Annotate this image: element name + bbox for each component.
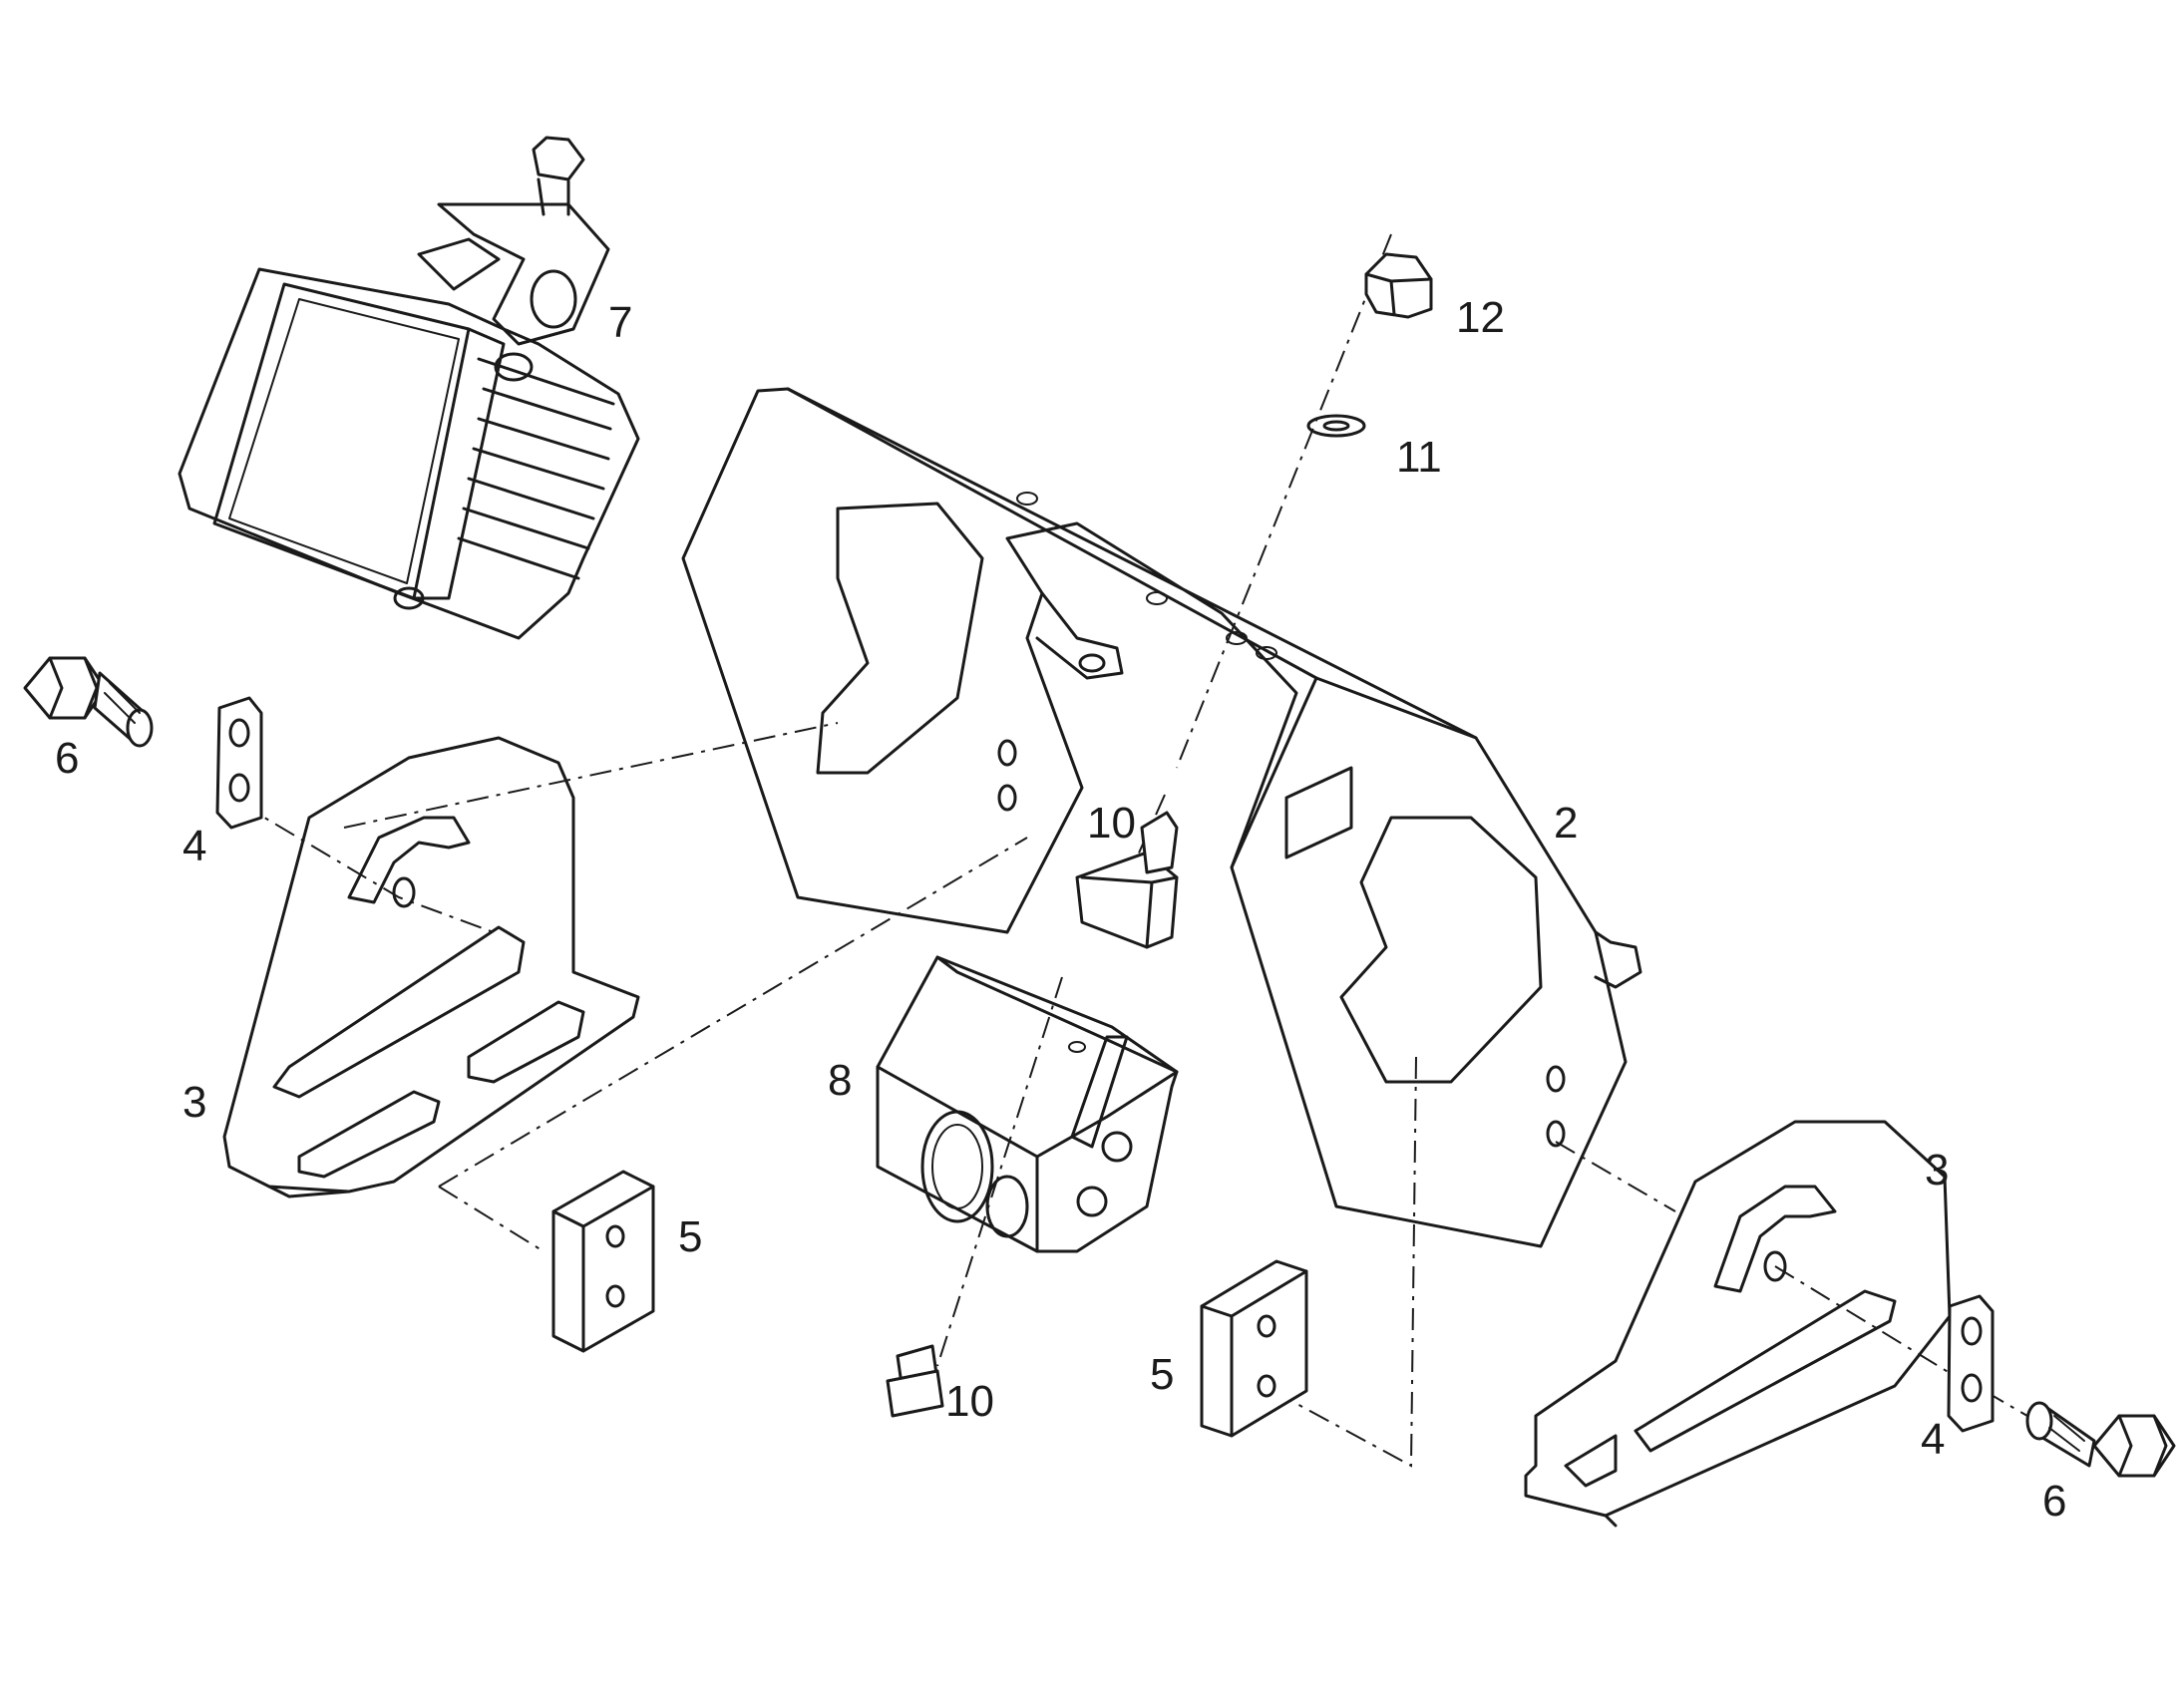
pad-left (551, 1170, 655, 1353)
hex-nut (1364, 252, 1433, 319)
callout-6-right: 6 (2042, 1477, 2066, 1526)
callout-12: 12 (1456, 293, 1505, 342)
rubber-mount (1075, 811, 1179, 949)
mount-cap (886, 1344, 944, 1418)
work-lamp (178, 136, 640, 640)
callout-4-left: 4 (182, 822, 206, 870)
callout-2: 2 (1554, 799, 1578, 848)
bolt-right (2025, 1401, 2176, 1478)
centerlines (238, 233, 2045, 1468)
plate-left (215, 696, 263, 830)
pad-right (1200, 1259, 1308, 1438)
washer (1306, 414, 1366, 438)
plate-right (1947, 1294, 1995, 1433)
callouts: 2 3 3 4 4 5 5 6 6 7 8 10 10 11 12 (55, 293, 2066, 1526)
callout-11: 11 (1396, 433, 1442, 482)
callout-10-mount: 10 (1087, 799, 1136, 848)
callout-3-right: 3 (1925, 1146, 1949, 1195)
callout-3-left: 3 (182, 1078, 206, 1127)
callout-7: 7 (608, 298, 632, 347)
callout-5-left: 5 (678, 1212, 702, 1261)
swivel-bracket-left (222, 736, 640, 1198)
callout-10-cap: 10 (945, 1377, 994, 1426)
camera (876, 955, 1179, 1253)
callout-6-left: 6 (55, 734, 79, 783)
callout-4-right: 4 (1921, 1415, 1945, 1464)
swivel-bracket-right (1524, 1120, 1952, 1528)
callout-8: 8 (828, 1056, 852, 1105)
callout-5-right: 5 (1150, 1350, 1174, 1399)
bolt-left (23, 656, 154, 748)
main-bracket (681, 387, 1642, 1248)
